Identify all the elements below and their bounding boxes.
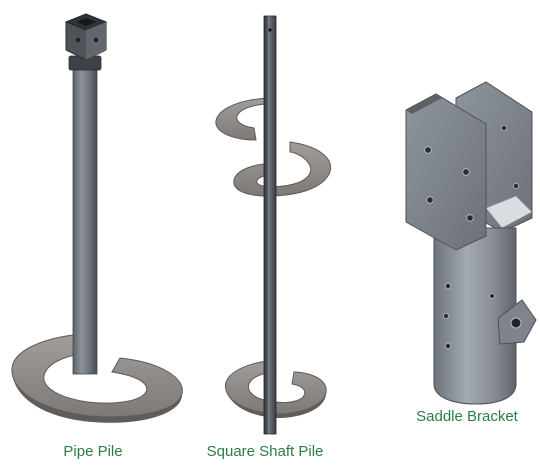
saddle-bracket (405, 81, 537, 405)
saddle-bracket-tube-hole (445, 343, 451, 349)
saddle-bracket-tab-hole (511, 318, 521, 328)
saddle-bracket-tab-hole-rim (510, 317, 522, 329)
saddle-bracket-bolt-hole (426, 196, 434, 204)
saddle-bracket-caption: Saddle Bracket (416, 408, 518, 425)
pipe-pile-coupler-bolt-hole (75, 37, 81, 43)
pipe-pile-coupler-socket (76, 18, 96, 26)
pipe-pile-coupler-bolt-hole (93, 37, 99, 43)
pipe-pile (11, 13, 183, 423)
square-shaft-pile-middle-helix (233, 141, 332, 197)
saddle-bracket-bolt-hole (466, 214, 474, 222)
square-shaft-pile-shaft-highlight (268, 16, 270, 434)
square-shaft-pile (215, 15, 332, 435)
pipe-pile-helix-edge (12, 372, 182, 423)
saddle-bracket-bolt-hole (424, 146, 432, 154)
saddle-bracket-tube-hole (443, 313, 449, 319)
square-shaft-pile-bolt-hole (268, 28, 272, 32)
saddle-bracket-tube (433, 227, 517, 405)
saddle-bracket-saddle-floor (485, 195, 533, 229)
saddle-bracket-front-plate-edge (406, 94, 442, 114)
saddle-bracket-tube-hole (489, 293, 495, 299)
saddle-bracket-bolt-hole (501, 125, 507, 131)
pipe-pile-caption: Pipe Pile (63, 443, 123, 460)
saddle-bracket-bolt-hole (513, 183, 519, 189)
square-shaft-pile-caption: Square Shaft Pile (206, 443, 324, 460)
saddle-bracket-bolt-hole (462, 168, 470, 176)
saddle-bracket-front-plate (405, 93, 487, 251)
square-shaft-pile-lower-helix-edge (226, 390, 327, 418)
square-shaft-pile-upper-helix (215, 97, 269, 141)
saddle-bracket-tube-hole (445, 283, 451, 289)
pipe-pile-helix-plate (11, 333, 183, 418)
pipe-pile-shaft (72, 67, 98, 375)
